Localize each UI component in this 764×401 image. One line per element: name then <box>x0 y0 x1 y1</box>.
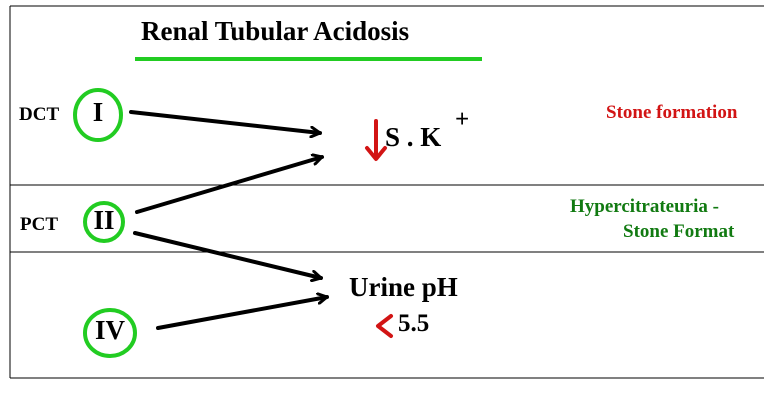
type2-label: II <box>93 205 115 235</box>
stone-formation-note: Stone formation <box>606 102 738 123</box>
arrow-type1-to-potassium <box>129 110 322 133</box>
type4-circle <box>83 308 137 358</box>
pct-label: PCT <box>20 214 58 235</box>
ph-value: 5.5 <box>398 310 430 337</box>
type4-label: IV <box>94 315 125 345</box>
urine-ph-label: Urine pH <box>349 272 458 302</box>
type2-circle <box>83 201 125 243</box>
dct-label: DCT <box>19 104 60 125</box>
title-underline <box>135 57 482 61</box>
down-arrow-icon <box>365 119 387 161</box>
arrow-type2-to-urine-ph <box>133 231 323 278</box>
type1-label: I <box>92 97 104 127</box>
plus-sign: + <box>455 106 470 133</box>
serum-potassium-label: S . K <box>385 122 442 152</box>
less-than-icon <box>376 314 393 338</box>
type1-circle <box>73 88 123 142</box>
hypercitrateuria-note: Hypercitrateuria - <box>570 196 719 217</box>
arrow-type2-to-potassium <box>135 157 324 214</box>
stone-format-note: Stone Format <box>623 221 735 242</box>
page-title: Renal Tubular Acidosis <box>141 16 410 46</box>
arrow-type4-to-urine-ph <box>156 297 329 330</box>
